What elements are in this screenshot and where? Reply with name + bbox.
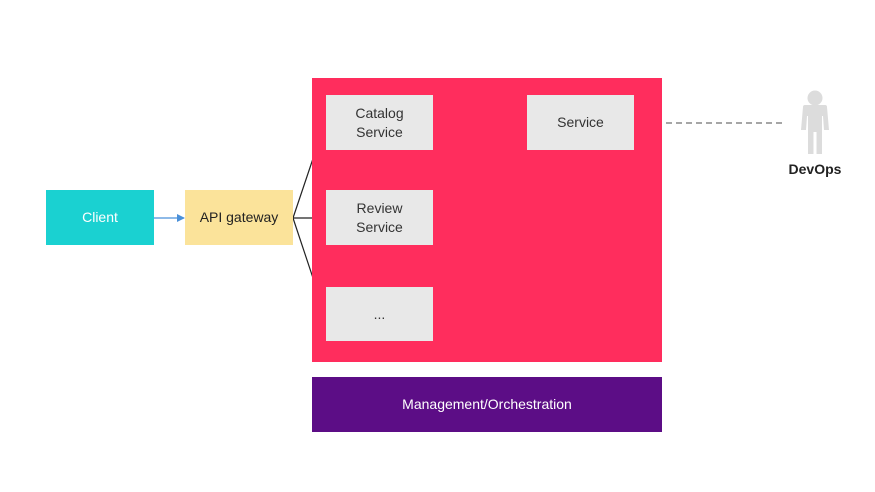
- catalog-service-label: Catalog Service: [355, 104, 404, 140]
- api-gateway-label: API gateway: [199, 209, 279, 225]
- person-head: [807, 90, 823, 106]
- service-node: Service: [527, 95, 634, 150]
- person-icon: [801, 90, 829, 154]
- review-service-node: Review Service: [326, 190, 433, 245]
- management-orchestration-label: Management/Orchestration: [402, 396, 572, 412]
- more-services-label: ...: [373, 305, 386, 322]
- review-service-label: Review Service: [356, 199, 403, 235]
- devops-label: DevOps: [788, 161, 842, 177]
- api-gateway-node: API gateway: [185, 190, 293, 245]
- more-services-node: ...: [326, 287, 433, 341]
- catalog-service-node: Catalog Service: [326, 95, 433, 150]
- person-body: [801, 105, 829, 154]
- client-node: Client: [46, 190, 154, 245]
- service-label: Service: [557, 114, 604, 130]
- client-label: Client: [82, 209, 118, 225]
- management-orchestration-node: Management/Orchestration: [312, 377, 662, 432]
